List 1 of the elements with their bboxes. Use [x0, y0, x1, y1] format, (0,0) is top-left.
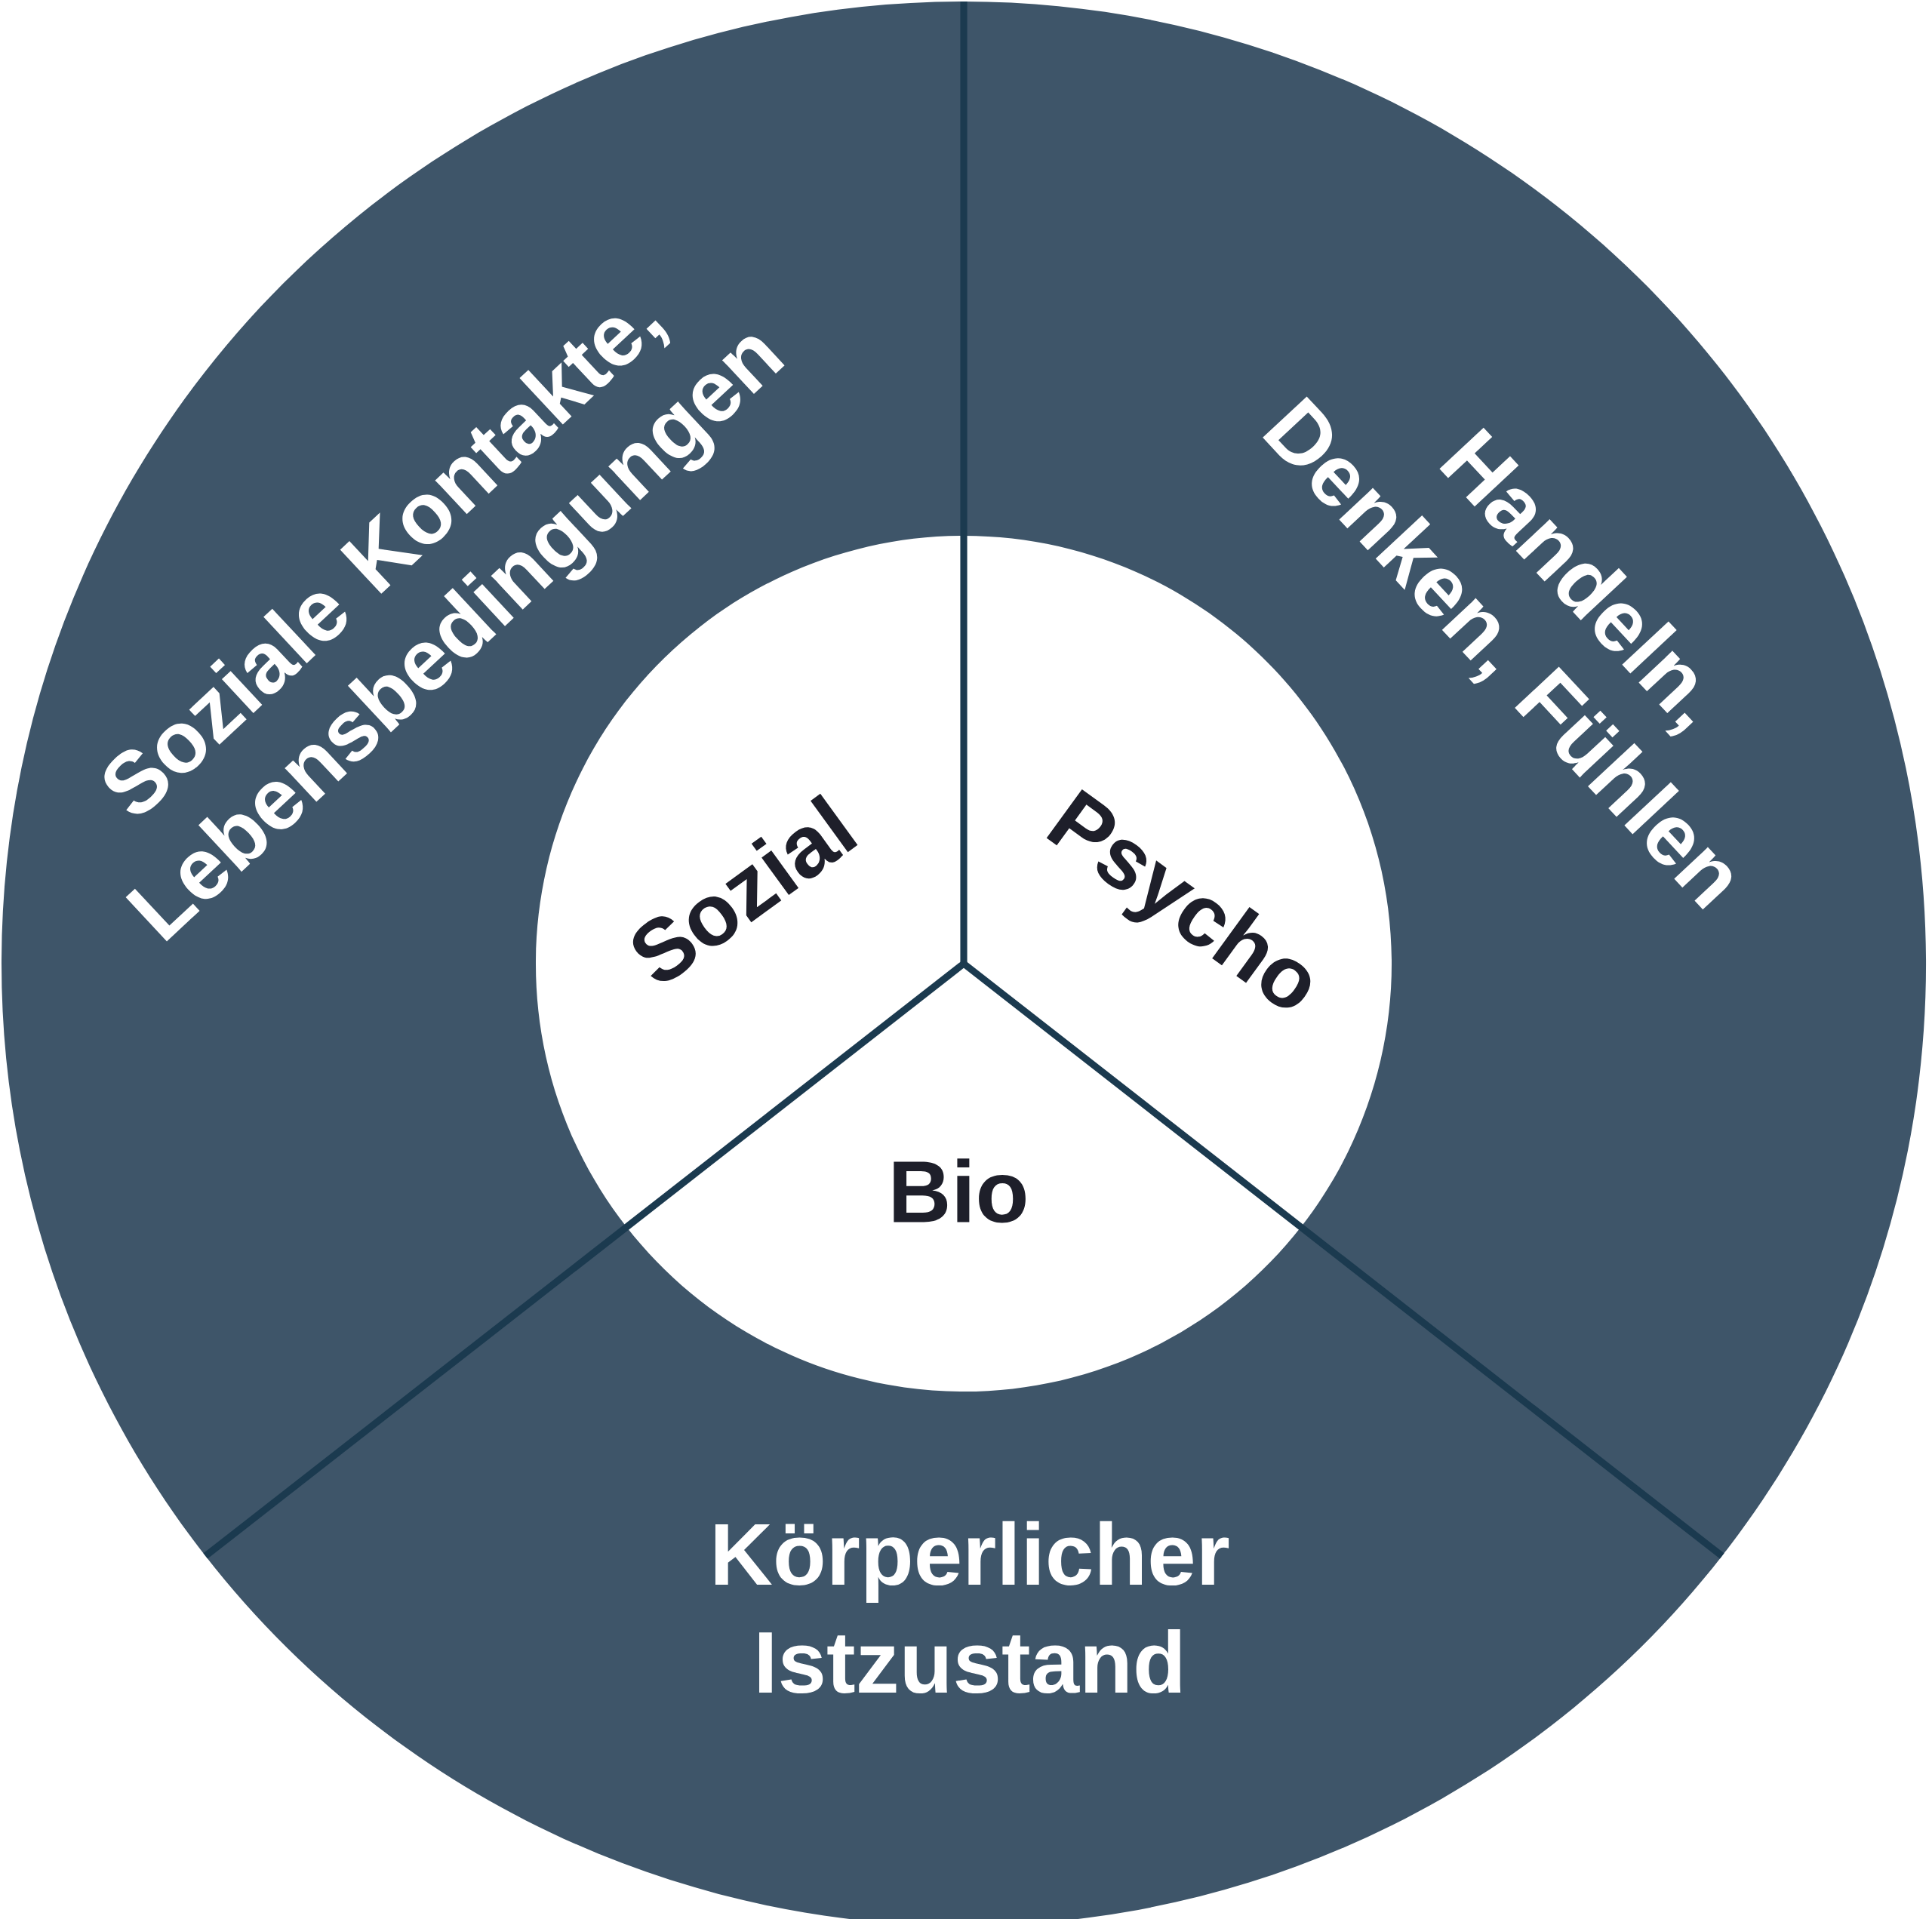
- ring-segment: Körperlicher Istzustand: [205, 1227, 1722, 1919]
